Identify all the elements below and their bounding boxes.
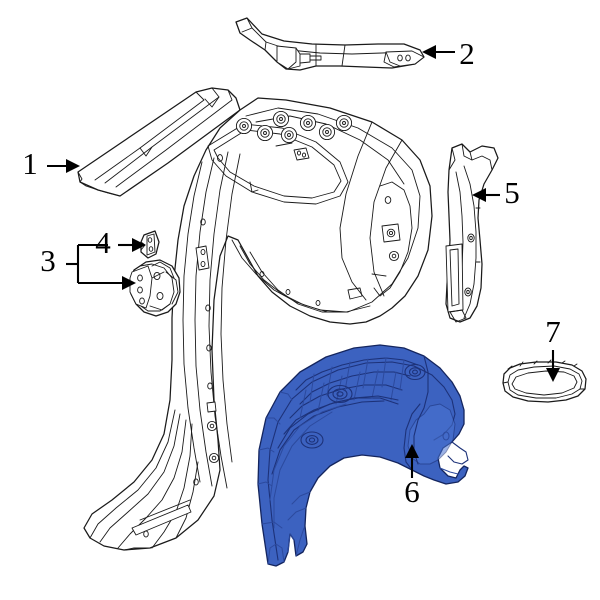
callout-label-3: 3 <box>40 243 56 278</box>
leader-1 <box>47 159 80 173</box>
callout-labels: 1 2 3 4 5 6 7 <box>22 36 561 509</box>
callout-label-5: 5 <box>504 175 520 210</box>
part-rear-body-pillar-inner-reinforcement[interactable] <box>445 143 499 323</box>
part-upper-rail-reinforcement-bracket[interactable] <box>235 17 425 71</box>
leader-4 <box>118 238 146 252</box>
part-oval-body-side-vent-grille[interactable] <box>502 359 587 403</box>
callout-label-7: 7 <box>545 314 561 349</box>
part-rear-quarter-panel-inner-structure[interactable] <box>83 97 433 551</box>
leader-3 <box>66 243 136 290</box>
callout-label-6: 6 <box>404 474 420 509</box>
part-seat-belt-anchor-bracket-assembly[interactable] <box>129 259 181 317</box>
fender-liner-fastener-group <box>300 363 426 449</box>
leader-2 <box>422 45 455 59</box>
leader-6 <box>405 444 419 478</box>
leader-7 <box>546 350 560 382</box>
callout-label-4: 4 <box>95 225 111 260</box>
callout-leaders <box>47 45 560 478</box>
leader-5 <box>472 188 500 202</box>
callout-label-1: 1 <box>22 146 38 181</box>
bolt-hole-group <box>235 110 353 144</box>
part-rear-wheelhouse-fender-liner[interactable] <box>257 344 469 567</box>
callout-label-2: 2 <box>459 36 475 71</box>
